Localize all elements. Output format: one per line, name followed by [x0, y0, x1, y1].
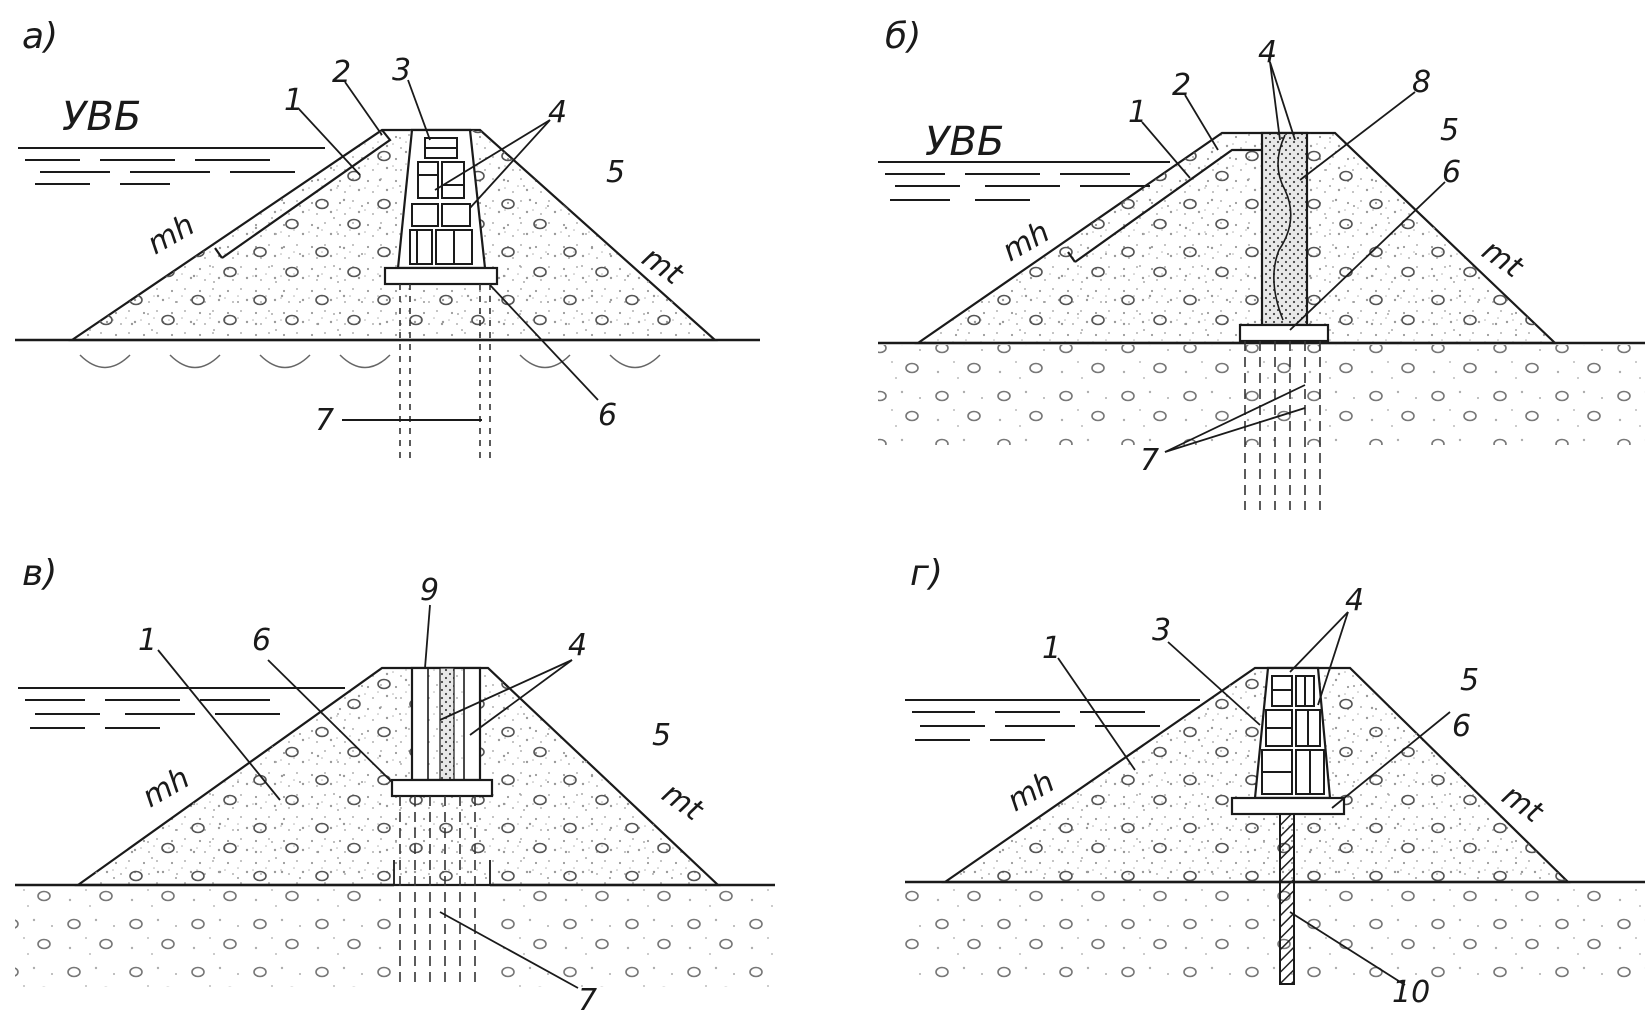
base-plate	[390, 778, 494, 798]
upstream-water	[18, 147, 325, 185]
upstream-facing	[1074, 148, 1262, 263]
panel-label: а)	[22, 16, 58, 57]
base-plate	[1238, 323, 1330, 343]
callout-4: 4	[548, 95, 567, 130]
foundation-marks	[79, 354, 661, 369]
callout-4: 4	[568, 628, 587, 663]
water-level-label: УВБ	[925, 119, 1004, 165]
callout-4: 4	[1258, 35, 1277, 70]
callout-5: 5	[1440, 113, 1459, 148]
panel-g: г) mh mt	[905, 553, 1645, 1010]
upstream-facing	[221, 129, 392, 259]
callout-6: 6	[598, 398, 617, 433]
callout-8: 8	[1412, 65, 1431, 100]
panel-label: в)	[22, 553, 57, 594]
core-wall	[1260, 131, 1309, 327]
downstream-slope-label: mt	[655, 776, 710, 829]
base-plate	[1230, 796, 1346, 816]
callout-4: 4	[1345, 583, 1364, 618]
callout-1: 1	[1042, 631, 1061, 666]
upstream-slope-label: mh	[142, 207, 201, 261]
callout-1: 1	[1128, 95, 1147, 130]
base-plate	[383, 266, 499, 286]
callout-3: 3	[392, 53, 411, 88]
upstream-water	[905, 699, 1200, 741]
callout-6: 6	[252, 623, 271, 658]
callout-5: 5	[652, 718, 671, 753]
core-dense	[439, 667, 455, 781]
grout-curtain	[399, 284, 491, 460]
sheet-pile	[1279, 813, 1295, 985]
core-blocks	[1261, 675, 1325, 795]
callout-10: 10	[1392, 975, 1430, 1010]
core-blocks	[409, 137, 473, 265]
callout-2: 2	[332, 55, 351, 90]
callout-7: 7	[315, 403, 334, 438]
core-seam	[1273, 134, 1292, 321]
callout-7: 7	[1140, 443, 1159, 478]
callout-5: 5	[1460, 663, 1479, 698]
panel-label: б)	[885, 16, 921, 57]
callout-1: 1	[138, 623, 157, 658]
foundation-soil	[905, 884, 1645, 984]
foundation-soil	[878, 345, 1645, 445]
upstream-water	[878, 161, 1170, 201]
panel-b: б) УВБ mh mt	[878, 16, 1645, 510]
callout-9: 9	[420, 573, 439, 608]
water-level-label: УВБ	[62, 94, 141, 140]
callout-7: 7	[578, 983, 597, 1018]
panel-v: в) mh mt	[15, 553, 775, 1018]
callout-6: 6	[1452, 709, 1471, 744]
callout-1: 1	[284, 83, 303, 118]
upstream-water	[18, 687, 345, 729]
grout-curtain	[1244, 341, 1321, 510]
callout-2: 2	[1172, 68, 1191, 103]
panel-a: а) УВБ	[15, 16, 760, 460]
panel-label: г)	[910, 553, 943, 594]
callout-6: 6	[1442, 155, 1461, 190]
callout-5: 5	[606, 155, 625, 190]
callout-3: 3	[1152, 613, 1171, 648]
